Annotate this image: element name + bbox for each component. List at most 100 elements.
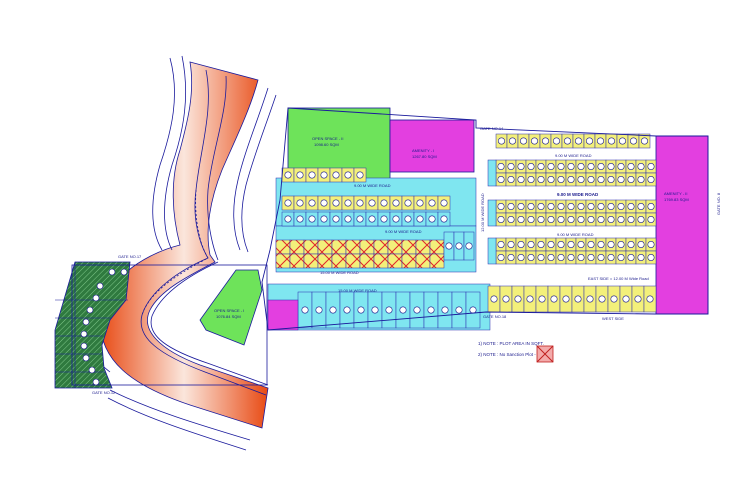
plot-no-sanction [331,253,347,269]
plot-row-i2-marker [527,254,535,262]
plot-row-g2-marker [547,176,555,184]
plot-row-b-marker [332,199,340,207]
plot-row-b-marker [428,199,436,207]
plot-row-g2-marker [617,176,625,184]
plot-row-f1-marker [596,137,604,145]
plot-no-sanction [303,253,319,269]
open-space-1-block: OPEN SPACE - I 1076.84 SQM [199,269,263,346]
plot-row-i1-marker [597,241,605,249]
plot-row-c-marker [296,215,304,223]
plot-row-i1-marker [507,241,515,249]
plot-row-c-marker [332,215,340,223]
plot-row-c-marker [404,215,412,223]
plot-row-h1-marker [547,203,555,211]
plot-row-h2-marker [507,216,515,224]
plot-row-g1-marker [567,163,575,171]
amenity-2-block: AMENITY - II 1769.83 SQM GATE NO. 8 [655,135,721,315]
plot-edge-cyan-3 [487,237,497,265]
road-label-9m-d: 9.00 M WIDE ROAD [557,192,599,197]
gate-17-label: GATE NO.17 [118,254,142,259]
note-1: 1) NOTE : PLOT AREA IN SQFT. [478,341,544,346]
amenity-1-label: AMENITY - I [412,148,434,153]
plot-no-sanction [401,239,417,255]
open-space-2-label: OPEN SPACE - I [214,308,244,313]
plot-row-i1-marker [527,241,535,249]
plot-row-h1-marker [507,203,515,211]
plot-row-i1-marker [637,241,645,249]
plot-row-a-marker [356,171,364,179]
plot-row-i2-marker [637,254,645,262]
plot-row-h1-marker [537,203,545,211]
plot-no-sanction [387,253,403,269]
plot-row-d-marker [465,242,473,250]
plot-row-c-marker [392,215,400,223]
plot-no-sanction [373,253,389,269]
plot-row-h2-marker [637,216,645,224]
plot-row-g1-marker [647,163,655,171]
plot-row-c-marker [356,215,364,223]
plot-row-j-marker [610,295,618,303]
plot-row-a-marker [320,171,328,179]
plot-row-a-marker [284,171,292,179]
plot-row-i1-marker [577,241,585,249]
plot-row-g1-marker [497,163,505,171]
plot-row-i2-marker [537,254,545,262]
open-space-1-area: 1098.60 SQM [314,142,339,147]
plot-row-i1-marker [497,241,505,249]
plot-row-i1-marker [617,241,625,249]
plot-row-g1-marker [507,163,515,171]
plot-row-i2-marker [587,254,595,262]
plot-no-sanction [359,239,375,255]
plot-row-j-marker [562,295,570,303]
plot-row-f1-marker [574,137,582,145]
notes: 1) NOTE : PLOT AREA IN SQFT. 2) NOTE : N… [478,341,554,363]
plot-row-a-marker [344,171,352,179]
plot-row-h2-marker [497,216,505,224]
plot-row-h1-marker [597,203,605,211]
plot-row-h1-marker [497,203,505,211]
plot-row-i1-marker [547,241,555,249]
plot-row-f1-marker [629,137,637,145]
site-boundary [261,107,709,331]
open-space-2-area: 1076.84 SQM [216,314,241,319]
gate-18-label: GATE NO.18 [483,314,507,319]
plot-row-j-marker [586,295,594,303]
plot-row-h2-marker [597,216,605,224]
plot-row-c-marker [428,215,436,223]
plot-row-b-marker [392,199,400,207]
plot-row-b-marker [344,199,352,207]
plot-row-c-marker [320,215,328,223]
plot-row-b-marker [416,199,424,207]
plot-row-c-marker [368,215,376,223]
plot-row-a-marker [332,171,340,179]
plot-row-f1-marker [541,137,549,145]
plot-row-f1-marker [497,137,505,145]
plot-no-sanction [275,253,291,269]
plot-row-i1-marker [567,241,575,249]
plot-row-b-marker [296,199,304,207]
plot-row-e-marker [329,306,337,314]
plot-corner-magenta [267,299,299,331]
plot-row-i1-marker [557,241,565,249]
plot-row-j-marker [514,295,522,303]
plot-row-f1-marker [618,137,626,145]
plot-no-sanction [429,253,445,269]
plot-row-e-marker [343,306,351,314]
plot-row-h2-marker [517,216,525,224]
plot-row-i2-marker [597,254,605,262]
plot-row-h1-marker [517,203,525,211]
plot-row-c-marker [284,215,292,223]
plot-row-g2-marker [577,176,585,184]
plot-row-i1-marker [607,241,615,249]
plot-row-f1-marker [563,137,571,145]
plot-row-g2-marker [607,176,615,184]
plot-no-sanction [303,239,319,255]
plot-row-i2-marker [617,254,625,262]
plot-row-j-marker [538,295,546,303]
gate-12-label: GATE NO.12 [92,390,116,395]
plot-row-h1-marker [617,203,625,211]
plot-row-i2-marker [507,254,515,262]
plot-row-i1-marker [627,241,635,249]
plot-row-h2-marker [587,216,595,224]
